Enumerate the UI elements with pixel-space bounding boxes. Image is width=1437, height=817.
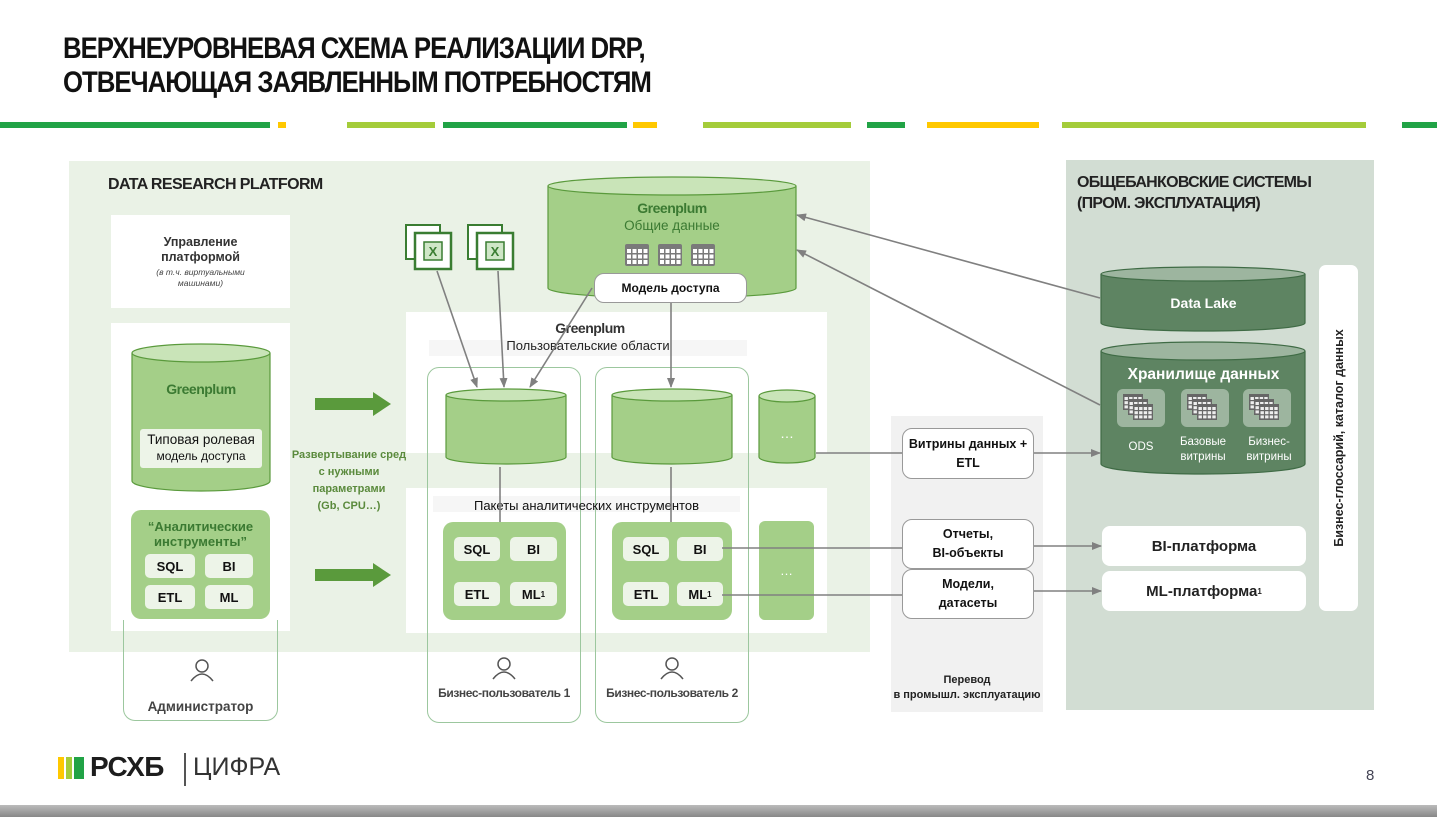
business-user-1-label: Бизнес-пользователь 1 (438, 686, 570, 700)
pkg2-etl[interactable]: ETL (623, 582, 669, 606)
stacked-tables-icon (1117, 389, 1165, 427)
logo-bar-lime (66, 757, 72, 779)
access-model-box[interactable]: Модель доступа (594, 273, 747, 303)
tool-bi[interactable]: BI (205, 554, 253, 578)
wh-item-ods: ODS (1128, 441, 1154, 453)
admin-greenplum-db (131, 343, 271, 492)
table-icon (625, 244, 649, 266)
title-line-1: ВЕРХНЕУРОВНЕВАЯ СХЕМА РЕАЛИЗАЦИИ DRP, (63, 32, 646, 65)
wh-item-base-marts: Базовые витрины (1179, 436, 1227, 463)
shared-db-subtitle: Общие данные (624, 218, 720, 233)
transfer-models-datasets[interactable]: Модели,датасеты (902, 569, 1034, 619)
deploy-text: Развертывание сред с нужными параметрами… (291, 449, 407, 512)
more-packages: … (759, 521, 814, 620)
logo-bar-green (74, 757, 84, 779)
svg-text:X: X (491, 244, 500, 259)
admin-user-icon (190, 659, 214, 682)
more-areas-ellipsis: … (780, 425, 794, 441)
logo-text: РСХБ (90, 751, 164, 782)
page-number: 8 (1366, 767, 1375, 784)
shared-tables (625, 244, 725, 268)
business-user-2-icon (660, 657, 684, 680)
user-areas-subtitle: Пользовательские области (506, 338, 670, 353)
table-icon (691, 244, 715, 266)
data-lake-label: Data Lake (1170, 295, 1237, 311)
svg-text:X: X (429, 244, 438, 259)
prod-title: ОБЩЕБАНКОВСКИЕ СИСТЕМЫ (ПРОМ. ЭКСПЛУАТАЦ… (1077, 174, 1312, 212)
excel-file-icon-1: X (405, 224, 453, 271)
pkg2-bi[interactable]: BI (677, 537, 723, 561)
admin-user-box (123, 620, 278, 721)
business-user-2-box (595, 367, 749, 723)
tool-etl[interactable]: ETL (145, 585, 195, 609)
bi-platform[interactable]: BI-платформа (1102, 526, 1306, 566)
role-model-box: Типовая ролевая модель доступа (140, 429, 262, 468)
drp-title: DATA RESEARCH PLATFORM (108, 176, 323, 193)
logo-divider (184, 753, 186, 786)
tool-sql[interactable]: SQL (145, 554, 195, 578)
user-areas-name: Greenplum (520, 320, 660, 336)
tool-ml[interactable]: ML (205, 585, 253, 609)
analytic-tools-group: “Аналитические инструменты” SQL BI ETL M… (131, 510, 270, 619)
pkg1-sql[interactable]: SQL (454, 537, 500, 561)
admin-db-name: Greenplum (166, 381, 236, 397)
more-user-areas-db (758, 389, 816, 464)
transfer-caption: Перевод в промышл. эксплуатацию (893, 674, 1041, 701)
pkg2-sql[interactable]: SQL (623, 537, 669, 561)
pkg1-etl[interactable]: ETL (454, 582, 500, 606)
deploy-arrow-bottom (315, 563, 391, 587)
logo-bar-yellow (58, 757, 64, 779)
business-user-1-icon (492, 657, 516, 680)
transfer-marts-etl[interactable]: Витрины данных +ETL (902, 428, 1034, 479)
page-title: ВЕРХНЕУРОВНЕВАЯ СХЕМА РЕАЛИЗАЦИИ DRP, ОТ… (63, 32, 652, 100)
data-lake-db (1100, 266, 1306, 332)
pkg1-bi[interactable]: BI (510, 537, 557, 561)
user2-area-db (611, 388, 733, 465)
glossary-box[interactable]: Бизнес-глоссарий, каталог данных (1319, 265, 1358, 611)
business-user-2-label: Бизнес-пользователь 2 (606, 686, 738, 700)
user1-area-db (445, 388, 567, 465)
stacked-tables-icon (1181, 389, 1229, 427)
packages-title: Пакеты аналитических инструментов (473, 498, 699, 513)
bottom-shadow (0, 805, 1437, 817)
stacked-tables-icon (1243, 389, 1291, 427)
platform-management-box: Управление платформой (в т.ч. виртуальны… (111, 215, 290, 308)
admin-label: Администратор (147, 699, 254, 714)
table-icon (658, 244, 682, 266)
deploy-arrow-top (315, 392, 391, 416)
shared-db-name: Greenplum (637, 200, 707, 216)
wh-item-business-marts: Бизнес- витрины (1246, 436, 1292, 463)
logo-sub: ЦИФРА (193, 753, 281, 781)
excel-file-icon-2: X (467, 224, 515, 271)
title-line-2: ОТВЕЧАЮЩАЯ ЗАЯВЛЕННЫМ ПОТРЕБНОСТЯМ (63, 66, 652, 99)
transfer-reports-bi[interactable]: Отчеты,BI-объекты (902, 519, 1034, 569)
shared-greenplum-db (547, 176, 797, 299)
warehouse-title: Хранилище данных (1127, 366, 1280, 383)
